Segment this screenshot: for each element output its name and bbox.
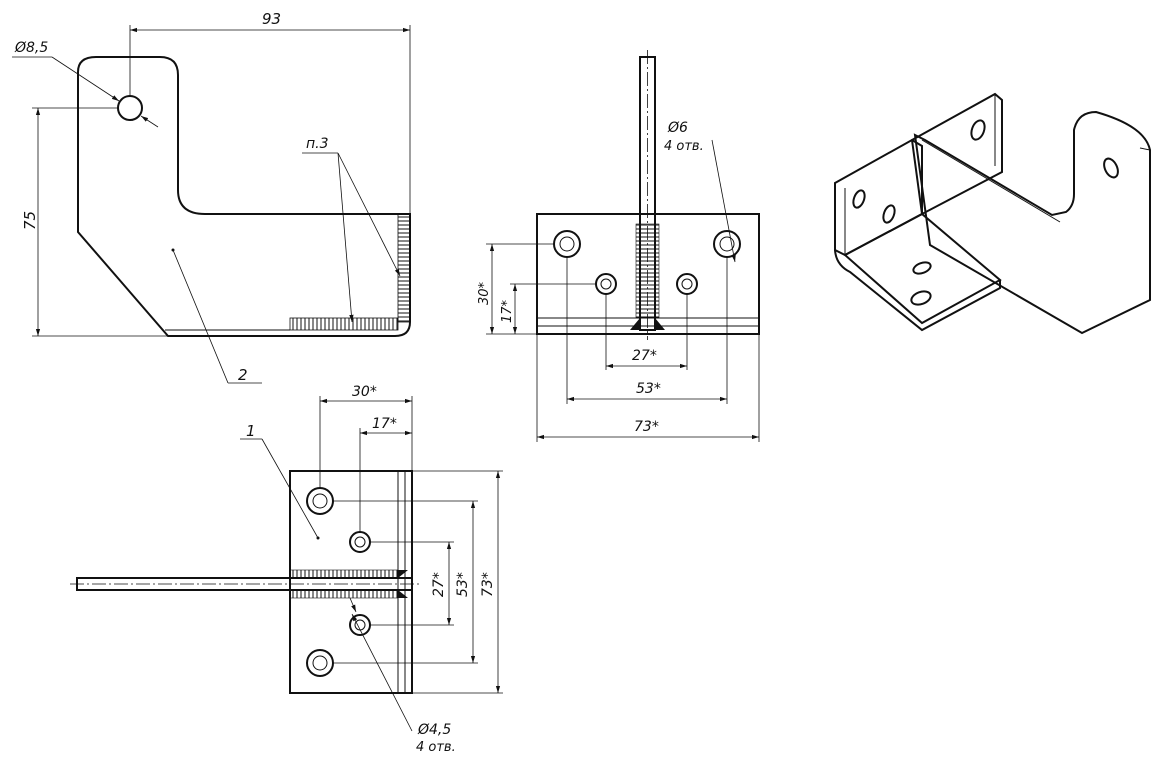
iso-side-bracket (913, 110, 1151, 335)
hole-diameter-label: Ø8,5 (14, 40, 48, 56)
top-hole-diameter: Ø4,5 (417, 722, 451, 738)
part-label-2: 2 (238, 366, 248, 384)
top-dim-73: 73* (480, 572, 496, 597)
weld-seam-side (635, 223, 660, 319)
weld-seam-vertical (397, 213, 411, 323)
part-label-1: 1 (246, 422, 256, 440)
side-dim-30: 30* (477, 281, 492, 305)
side-dim-73: 73* (634, 419, 659, 435)
iso-back-plate (910, 92, 1003, 216)
weld-seam-horizontal (289, 317, 399, 331)
flat-view: 93 75 Ø8,5 п.3 2 (12, 10, 411, 384)
top-dim-30: 30* (352, 384, 377, 400)
top-dim-53: 53* (455, 572, 471, 597)
dim-75: 75 (21, 211, 39, 230)
isometric-view (834, 92, 1151, 335)
dim-93: 93 (262, 10, 281, 28)
weld-seam-top-lower (289, 589, 399, 599)
top-dim-27: 27* (431, 572, 447, 597)
iso-holes (852, 119, 1119, 306)
side-hole-diameter: Ø6 (667, 120, 688, 136)
iso-base-plate (843, 212, 1002, 325)
weld-note-label: п.3 (306, 136, 329, 152)
side-view: Ø6 4 отв. 30* 17* 27* 53* 73* (477, 50, 760, 442)
top-view: 30* 17* 1 27* 53* 73* Ø4,5 4 отв. (70, 384, 503, 755)
side-dim-17: 17* (500, 299, 515, 323)
top-holes (306, 487, 371, 677)
top-hole-count: 4 отв. (416, 740, 456, 755)
mount-hole (117, 95, 143, 121)
side-dim-53: 53* (636, 381, 661, 397)
side-hole-count: 4 отв. (664, 139, 704, 154)
weld-seam-top-upper (289, 569, 399, 579)
side-plate (536, 213, 760, 335)
side-dim-27: 27* (632, 348, 657, 364)
bracket-outline (77, 56, 411, 337)
top-dim-17: 17* (372, 416, 397, 432)
